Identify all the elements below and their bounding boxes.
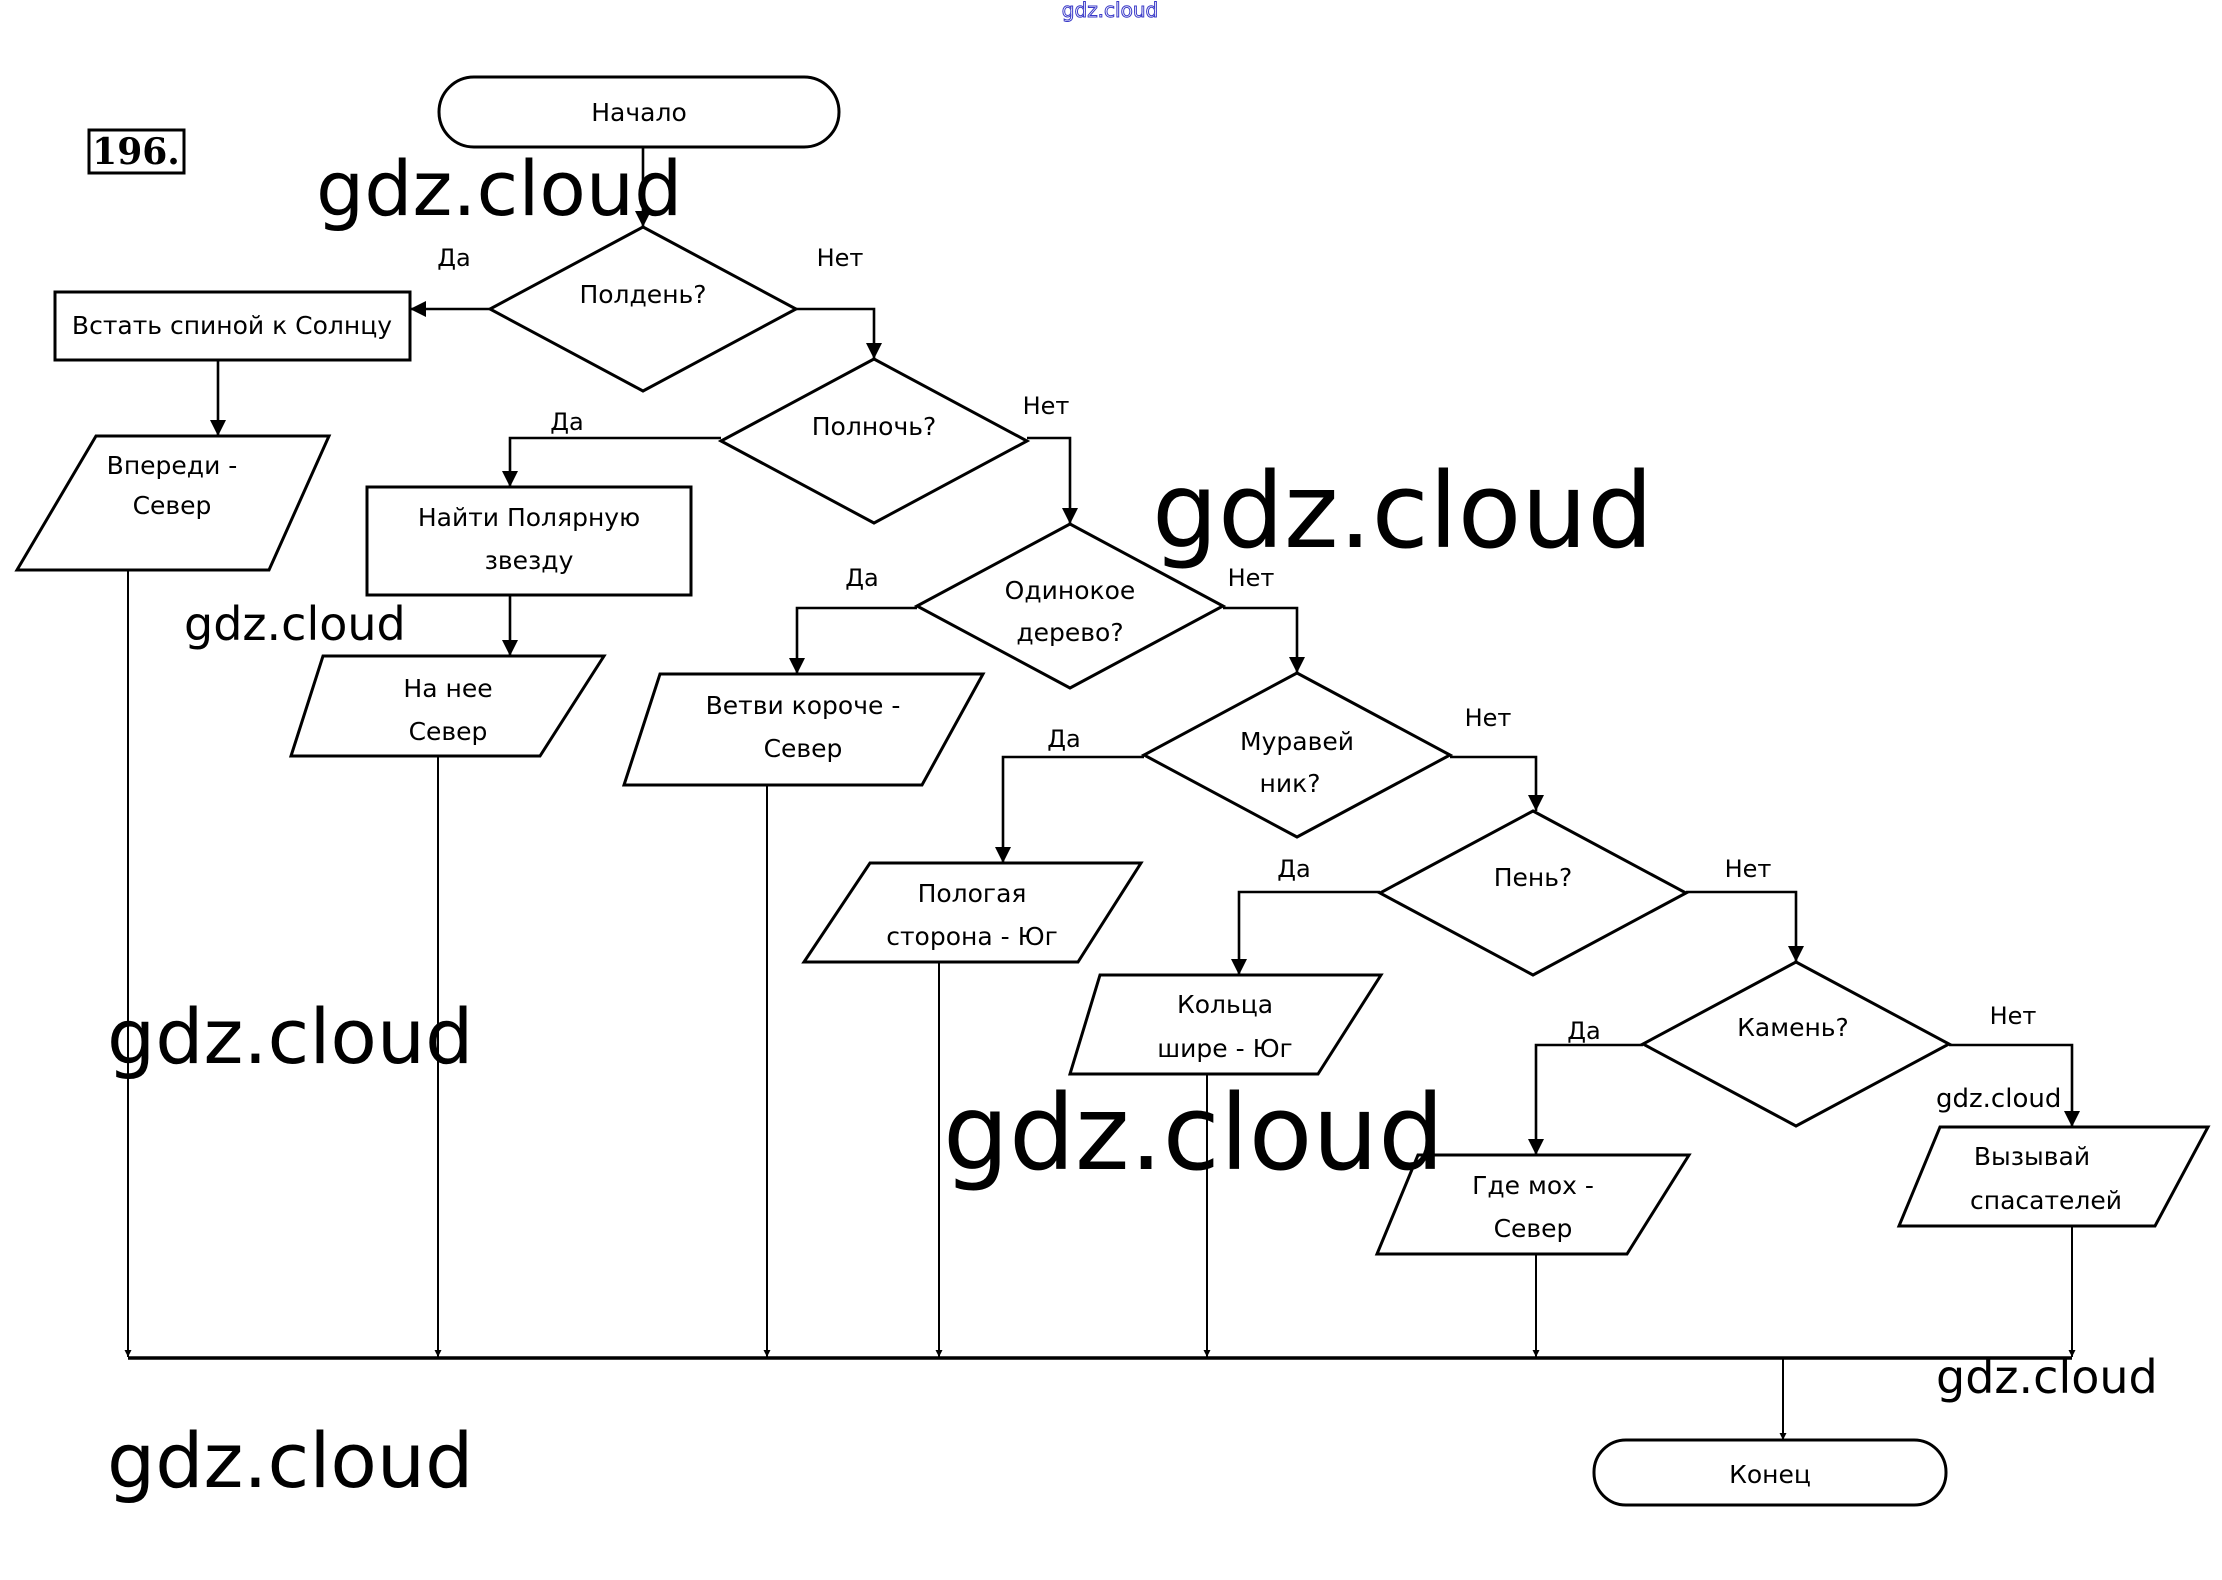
- stone-yes-label: Да: [1567, 1017, 1600, 1045]
- output-gentle-side-line1: Пологая: [918, 879, 1027, 908]
- lone-tree-yes-label: Да: [845, 564, 878, 592]
- end-terminal: [1592, 1438, 1948, 1507]
- output-gentle-side: [801, 861, 1144, 964]
- process-find-polaris-line2: звезду: [485, 546, 574, 575]
- decision-noon: [486, 225, 800, 393]
- end-label: Конец: [1729, 1460, 1811, 1489]
- arrow-midnight-no: [1027, 436, 1078, 524]
- stone-no-label: Нет: [1990, 1002, 2037, 1030]
- decision-lone-tree-line2: дерево?: [1016, 618, 1123, 647]
- midnight-no-label: Нет: [1023, 392, 1070, 420]
- task-number-box: [87, 128, 186, 175]
- arrow-stump-no: [1686, 890, 1804, 962]
- arrow-noon-no: [796, 307, 882, 359]
- output-branches-shorter: [621, 672, 986, 787]
- arrow-lone-tree-yes: [789, 606, 917, 674]
- noon-no-label: Нет: [817, 244, 864, 272]
- decision-lone-tree: [913, 522, 1227, 690]
- output-toward-north: [288, 654, 607, 758]
- watermark: gdz.cloud: [1936, 1350, 2158, 1404]
- arrow-stump-yes: [1231, 890, 1380, 975]
- decision-stump-label: Пень?: [1494, 863, 1573, 892]
- decision-anthill: [1140, 671, 1454, 839]
- watermark: gdz.cloud: [1936, 1084, 2061, 1114]
- anthill-no-label: Нет: [1465, 704, 1512, 732]
- process-back-to-sun-label: Встать спиной к Солнцу: [72, 311, 392, 340]
- output-call-rescuers: [1896, 1125, 2211, 1228]
- process-find-polaris: [365, 485, 693, 597]
- watermark: gdz.cloud: [107, 1416, 473, 1505]
- output-ahead-north-line1: Впереди -: [107, 451, 238, 480]
- decision-midnight: [717, 357, 1031, 525]
- arrow-lone-tree-no: [1223, 606, 1305, 673]
- process-find-polaris-line1: Найти Полярную: [418, 503, 640, 532]
- task-number: 196.: [92, 131, 180, 173]
- output-moss-north: [1374, 1153, 1692, 1256]
- decision-stone-label: Камень?: [1737, 1013, 1849, 1042]
- midnight-yes-label: Да: [550, 408, 583, 436]
- arrow-stone-no: [1949, 1043, 2080, 1127]
- decision-stone: [1639, 960, 1953, 1128]
- stump-yes-label: Да: [1277, 855, 1310, 883]
- output-ahead-north-line2: Север: [133, 491, 212, 520]
- output-branches-shorter-line2: Север: [764, 734, 843, 763]
- output-branches-shorter-line1: Ветви короче -: [706, 691, 901, 720]
- watermark: gdz.cloud: [184, 597, 406, 651]
- decision-stump: [1376, 809, 1690, 977]
- noon-yes-label: Да: [437, 244, 470, 272]
- watermark: gdz.cloud: [107, 992, 473, 1081]
- output-gentle-side-line2: сторона - Юг: [886, 922, 1057, 951]
- output-ahead-north: [14, 434, 332, 572]
- output-rings-wider-line2: шире - Юг: [1157, 1034, 1292, 1063]
- output-toward-north-line1: На нее: [403, 674, 492, 703]
- output-rings-wider-line1: Кольца: [1177, 990, 1273, 1019]
- watermark: gdz.cloud: [316, 144, 682, 233]
- decision-noon-label: Полдень?: [579, 280, 706, 309]
- process-back-to-sun: [53, 290, 412, 362]
- top-watermark: gdz.cloud: [1062, 0, 1158, 22]
- decision-midnight-label: Полночь?: [812, 412, 937, 441]
- start-label: Начало: [591, 98, 686, 127]
- start-terminal: [437, 75, 841, 149]
- arrow-stone-yes: [1528, 1043, 1643, 1155]
- output-rings-wider: [1067, 973, 1384, 1076]
- arrow-anthill-no: [1450, 755, 1544, 811]
- watermark: gdz.cloud: [1152, 450, 1653, 572]
- arrow-anthill-yes: [995, 755, 1144, 863]
- decision-anthill-line1: Муравей: [1240, 727, 1354, 756]
- decision-lone-tree-line1: Одинокое: [1005, 576, 1136, 605]
- output-toward-north-line2: Север: [409, 717, 488, 746]
- anthill-yes-label: Да: [1047, 725, 1080, 753]
- output-call-rescuers-line1: Вызывай: [1974, 1142, 2090, 1171]
- arrow-midnight-yes: [502, 436, 721, 487]
- watermark: gdz.cloud: [943, 1072, 1444, 1194]
- output-moss-north-line1: Где мох -: [1472, 1171, 1594, 1200]
- decision-anthill-line2: ник?: [1260, 769, 1321, 798]
- lone-tree-no-label: Нет: [1228, 564, 1275, 592]
- stump-no-label: Нет: [1725, 855, 1772, 883]
- output-call-rescuers-line2: спасателей: [1970, 1186, 2122, 1215]
- output-moss-north-line2: Север: [1494, 1214, 1573, 1243]
